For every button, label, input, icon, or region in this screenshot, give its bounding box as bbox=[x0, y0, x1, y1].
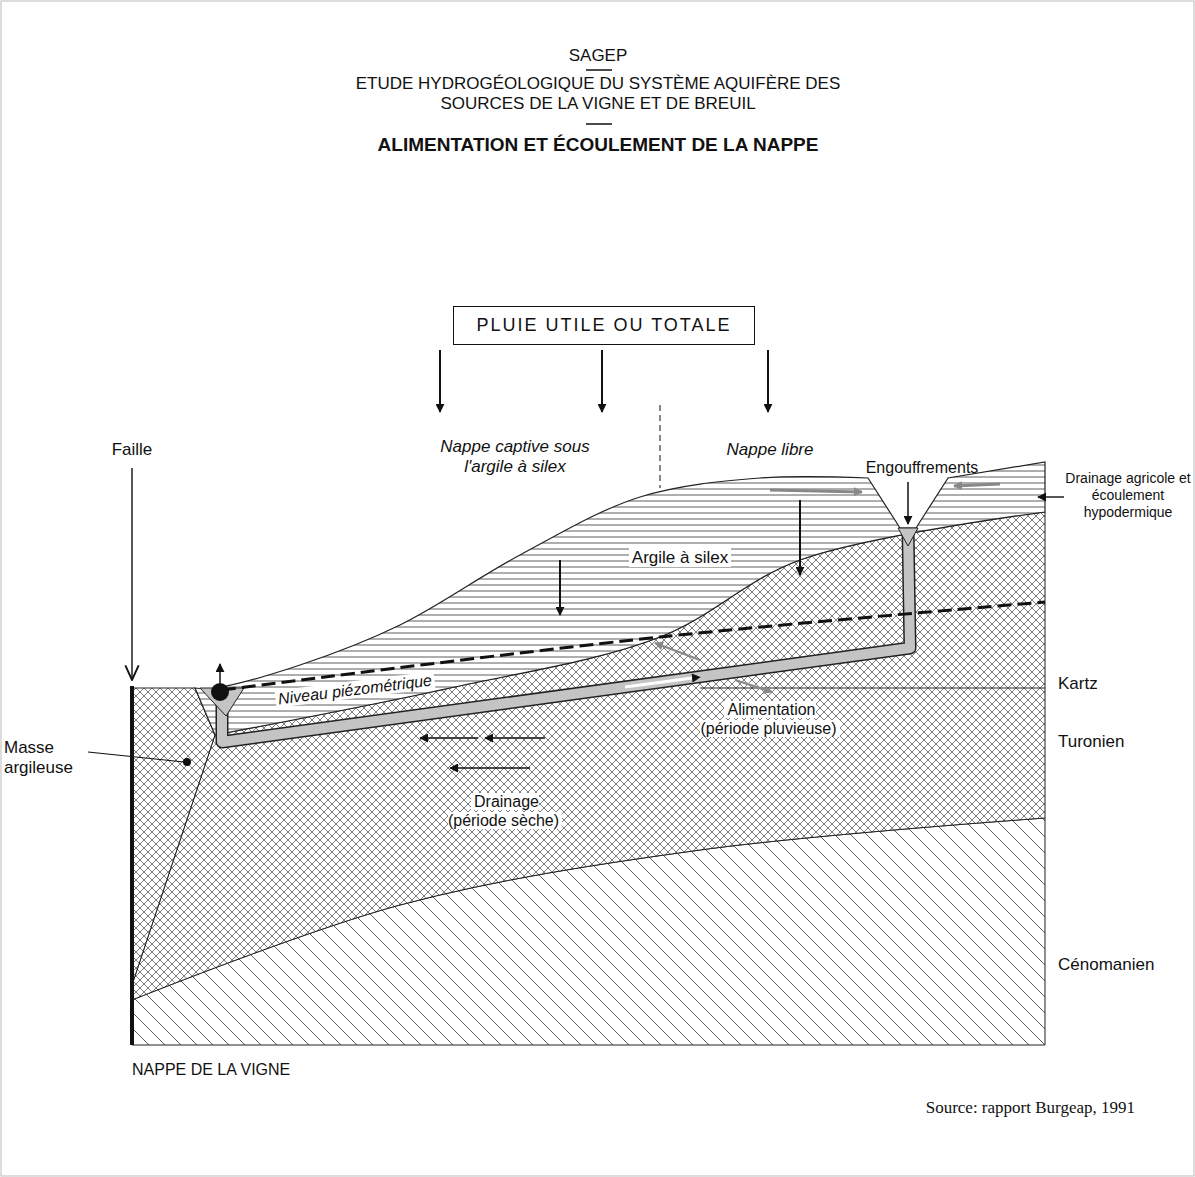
flow-arrow bbox=[439, 350, 441, 412]
header-rule bbox=[586, 69, 612, 71]
flow-arrow bbox=[799, 500, 801, 575]
label-slot: Masse argileuse bbox=[4, 738, 86, 779]
label: Kartz bbox=[1058, 674, 1098, 693]
label: NAPPE DE LA VIGNE bbox=[132, 1061, 290, 1078]
label: Masse argileuse bbox=[4, 738, 73, 777]
label: Drainage (période sèche) bbox=[448, 793, 562, 829]
caption-slot: Source: rapport Burgeap, 1991 bbox=[815, 1098, 1135, 1118]
label-slot: Drainage agricole et écoulement hypoderm… bbox=[1065, 470, 1191, 520]
box-text: PLUIE UTILE OU TOTALE bbox=[476, 315, 731, 336]
title: ALIMENTATION ET ÉCOULEMENT DE LA NAPPE bbox=[378, 134, 819, 155]
flow-arrow bbox=[767, 350, 769, 412]
leader-line bbox=[88, 752, 184, 762]
piezometric-line bbox=[222, 602, 1045, 690]
karst-conduit-outline bbox=[222, 530, 910, 742]
label: Alimentation (période pluvieuse) bbox=[700, 701, 839, 737]
sinkhole-funnel bbox=[898, 528, 918, 546]
label: Niveau piézométrique bbox=[274, 671, 436, 707]
clay-mass bbox=[132, 688, 215, 985]
karst-conduit bbox=[222, 530, 910, 742]
flow-arrow bbox=[655, 643, 700, 660]
label: Cénomanien bbox=[1058, 955, 1154, 974]
label: Engouffrements bbox=[866, 459, 979, 476]
label: Nappe captive sous l'argile à silex bbox=[440, 437, 589, 476]
label: Drainage agricole et écoulement hypoderm… bbox=[1065, 470, 1190, 520]
rain-box: PLUIE UTILE OU TOTALE bbox=[453, 306, 754, 345]
label: Nappe libre bbox=[727, 440, 814, 459]
label-slot: NAPPE DE LA VIGNE bbox=[132, 1060, 432, 1079]
karst-line bbox=[700, 688, 1045, 689]
label-slot: ETUDE HYDROGÉOLOGIQUE DU SYSTÈME AQUIFÈR… bbox=[353, 74, 843, 115]
label-slot: Turonien bbox=[1058, 732, 1178, 752]
label-slot: Argile à silex bbox=[610, 548, 750, 568]
label-slot: Drainage (période sèche) bbox=[440, 792, 570, 830]
spring-dot bbox=[211, 683, 229, 701]
flow-arrow bbox=[907, 482, 909, 524]
flow-arrow bbox=[450, 767, 530, 769]
label: Turonien bbox=[1058, 732, 1124, 751]
label-slot: Faille bbox=[82, 440, 182, 460]
label: ETUDE HYDROGÉOLOGIQUE DU SYSTÈME AQUIFÈR… bbox=[356, 74, 841, 113]
label: Argile à silex bbox=[629, 548, 731, 567]
caption: Source: rapport Burgeap, 1991 bbox=[926, 1098, 1135, 1117]
spring-arrow bbox=[219, 664, 221, 683]
label-slot: Niveau piézométrique bbox=[265, 669, 446, 710]
label: SAGEP bbox=[569, 46, 628, 65]
flow-arrow bbox=[1038, 496, 1064, 497]
label-slot: Cénomanien bbox=[1058, 955, 1188, 975]
label-slot: SAGEP bbox=[498, 46, 698, 66]
flow-arrow bbox=[770, 490, 862, 492]
flow-arrow bbox=[601, 350, 603, 412]
flow-arrow bbox=[559, 560, 561, 615]
label: Faille bbox=[112, 440, 153, 459]
label-slot: Engouffrements bbox=[847, 458, 997, 477]
label-slot: Alimentation (période pluvieuse) bbox=[695, 700, 845, 738]
label-slot: Nappe libre bbox=[695, 440, 845, 460]
flow-arrow bbox=[485, 737, 545, 739]
fault-arrow bbox=[131, 468, 132, 680]
flow-arrow bbox=[735, 680, 772, 692]
fault-line bbox=[130, 686, 134, 1045]
flow-arrow bbox=[625, 677, 700, 687]
label-slot: Nappe captive sous l'argile à silex bbox=[428, 437, 603, 478]
header-rule bbox=[586, 123, 612, 125]
label-slot: Kartz bbox=[1058, 674, 1178, 694]
flow-arrow bbox=[420, 737, 478, 739]
flow-arrow bbox=[954, 484, 1000, 486]
title-slot: ALIMENTATION ET ÉCOULEMENT DE LA NAPPE bbox=[218, 134, 978, 157]
leader-dot bbox=[183, 758, 191, 766]
zone-divider bbox=[660, 405, 661, 488]
